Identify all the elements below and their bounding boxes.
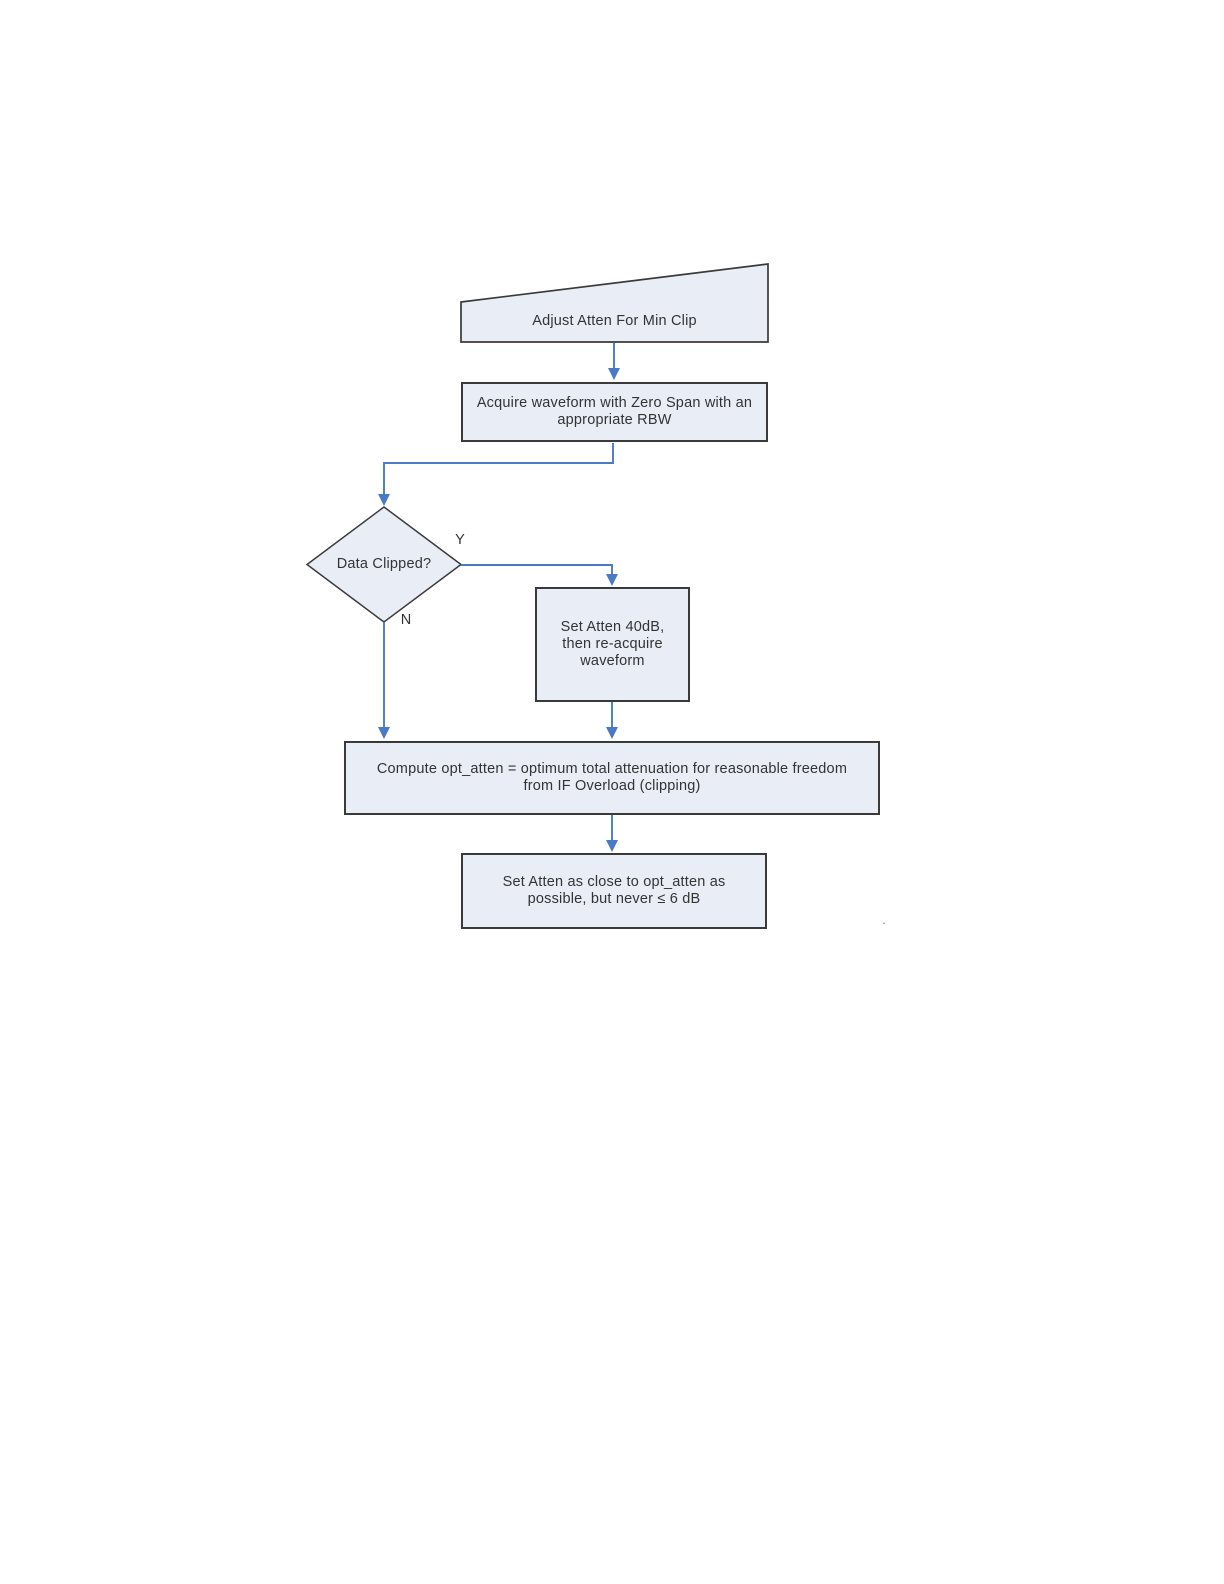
flow-node-acquire-waveform-label: Acquire waveform with Zero Span with an … bbox=[476, 395, 753, 428]
flow-node-acquire-waveform: Acquire waveform with Zero Span with an … bbox=[461, 382, 768, 442]
branch-label-yes: Y bbox=[455, 532, 465, 548]
flow-node-compute-opt-atten-label: Compute opt_atten = optimum total attenu… bbox=[376, 761, 848, 794]
flow-node-set-atten-final-label: Set Atten as close to opt_atten as possi… bbox=[502, 874, 726, 907]
connector-yes-branch bbox=[461, 564, 613, 575]
flow-node-set-atten-40: Set Atten 40dB, then re-acquire waveform bbox=[535, 587, 690, 702]
arrowhead-compute-to-final bbox=[606, 840, 618, 852]
branch-label-no: N bbox=[400, 612, 412, 628]
arrowhead-set40-to-compute bbox=[606, 727, 618, 739]
flow-node-set-atten-40-label: Set Atten 40dB, then re-acquire waveform bbox=[560, 619, 665, 669]
arrowhead-acquire-to-diamond bbox=[378, 494, 390, 506]
arrowhead-adjust-to-acquire bbox=[608, 368, 620, 380]
flow-node-set-atten-final: Set Atten as close to opt_atten as possi… bbox=[461, 853, 767, 929]
flow-node-compute-opt-atten: Compute opt_atten = optimum total attenu… bbox=[344, 741, 880, 815]
arrowhead-yes-branch bbox=[606, 574, 618, 586]
adjust-atten-banner-shape bbox=[460, 263, 769, 343]
arrowhead-no-branch bbox=[378, 727, 390, 739]
flow-node-adjust-atten-label: Adjust Atten For Min Clip bbox=[532, 312, 697, 329]
connector-acquire-to-diamond bbox=[383, 443, 614, 495]
flow-node-data-clipped-label: Data Clipped? bbox=[336, 556, 432, 573]
stray-period-mark: . bbox=[882, 912, 886, 927]
